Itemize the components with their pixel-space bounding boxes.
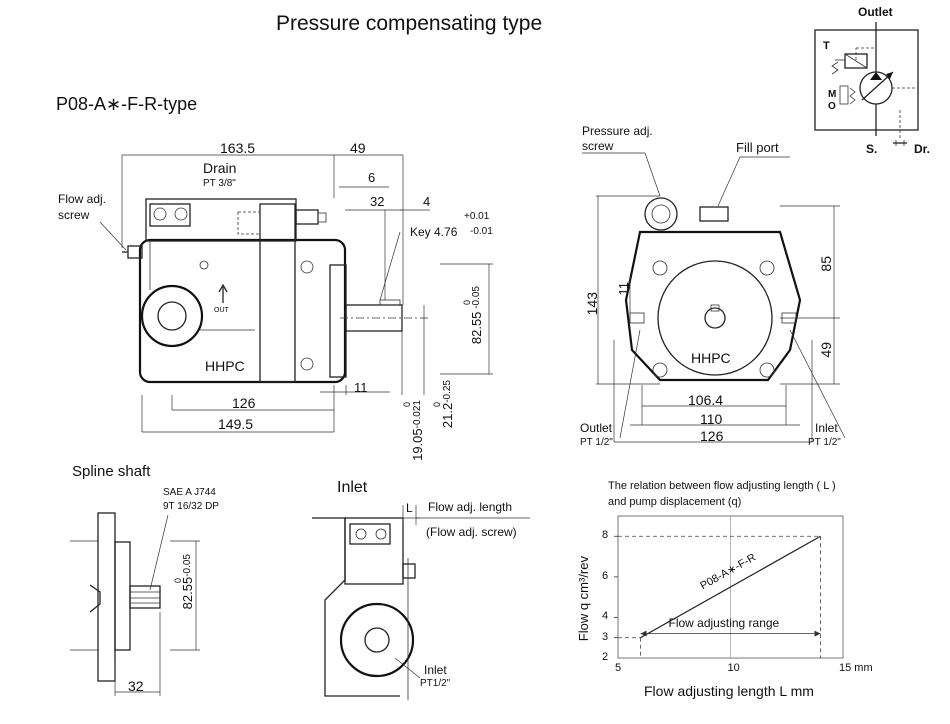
schematic-s-label: S. — [866, 142, 878, 156]
inlet-view-title: Inlet — [337, 479, 368, 496]
fill-port-label: Fill port — [736, 140, 779, 155]
drain-label: Drain — [203, 160, 237, 176]
spline-spec-1: SAE A J744 — [163, 487, 216, 498]
dim-82-55-side: 82.55 -0.05 — [469, 286, 484, 345]
page-title: Pressure compensating type — [276, 12, 543, 35]
side-view-pump — [99, 154, 493, 433]
pressure-adj-screw-label: Pressure adj. screw — [582, 124, 653, 153]
spline-dim-tol: 0 — [173, 578, 183, 584]
front-outlet-thread: PT 1/2" — [580, 437, 613, 448]
side-brand-label: HHPC — [205, 358, 245, 374]
dim-126-front: 126 — [700, 428, 724, 444]
chart-series-line — [640, 535, 821, 639]
schematic-t-label: T — [823, 40, 830, 52]
chart-x-tick-label: 15 mm — [839, 662, 873, 674]
spline-shaft-view — [70, 512, 200, 696]
dim-126-side: 126 — [232, 395, 256, 411]
dim-82-55-side-tol: 0 — [462, 300, 472, 306]
dim-163-5: 163.5 — [220, 140, 256, 156]
hydraulic-schematic — [814, 22, 919, 146]
dim-143: 143 — [584, 292, 600, 316]
side-out-label: OUT — [214, 307, 229, 314]
front-view-pump — [582, 152, 846, 443]
schematic-m-label: M — [828, 89, 837, 100]
chart-x-tick-label: 5 — [615, 662, 622, 674]
schematic-o-label: O — [828, 101, 836, 112]
inlet-view-inlet: Inlet — [424, 663, 447, 677]
front-inlet-label: Inlet — [815, 421, 838, 435]
drain-thread: PT 3/8" — [203, 178, 236, 189]
spline-dim-32: 32 — [128, 678, 144, 694]
chart-y-tick-label: 4 — [602, 610, 609, 623]
dim-11-front: 11 — [616, 282, 631, 296]
spline-title: Spline shaft — [72, 463, 151, 480]
dim-49-front: 49 — [818, 342, 834, 358]
dim-49: 49 — [350, 140, 366, 156]
dim-11-side: 11 — [354, 380, 368, 395]
dim-85: 85 — [818, 256, 834, 272]
key-tol-lower: -0.01 — [470, 226, 493, 237]
inlet-view-thread: PT1/2" — [420, 678, 451, 689]
chart-x-tick-label: 10 — [727, 662, 740, 674]
spline-dim-82-55: 82.55-0.05 — [180, 554, 195, 610]
chart-y-axis-label: Flow q cm³/rev — [576, 556, 591, 642]
dim-149-5: 149.5 — [218, 416, 254, 432]
dim-4: 4 — [423, 194, 431, 209]
inlet-l-label: L — [406, 501, 413, 515]
front-outlet-label: Outlet — [580, 421, 613, 435]
dim-32: 32 — [370, 194, 385, 209]
dim-19-05-tol: 0 — [402, 402, 412, 408]
chart-range-arrowhead-right — [814, 630, 821, 637]
chart-range-arrowhead-left — [640, 630, 647, 637]
flow-adj-screw-paren: (Flow adj. screw) — [426, 525, 517, 539]
key-label: Key 4.76 — [410, 225, 458, 239]
flow-adj-length-label: Flow adj. length — [428, 500, 513, 514]
chart-y-tick-label: 3 — [602, 630, 609, 643]
model-label: P08-A∗-F-R-type — [56, 94, 198, 114]
spline-spec-2: 9T 16/32 DP — [163, 501, 219, 512]
dim-106-4: 106.4 — [688, 392, 724, 408]
schematic-outlet-label: Outlet — [858, 5, 893, 19]
chart-range-label: Flow adjusting range — [668, 615, 780, 630]
flow-adj-screw-label: Flow adj. screw — [58, 192, 107, 222]
graph-caption-2: and pump displacement (q) — [608, 496, 742, 508]
dim-21-2: 21.2-0.25 — [440, 380, 455, 429]
flow-chart — [614, 515, 844, 659]
chart-y-tick-label: 2 — [602, 651, 609, 663]
front-brand-label: HHPC — [691, 350, 731, 366]
dim-110: 110 — [700, 411, 723, 427]
front-inlet-thread: PT 1/2" — [808, 437, 841, 448]
inlet-view — [312, 505, 530, 700]
dim-6: 6 — [368, 170, 376, 185]
graph-caption-1: The relation between flow adjusting leng… — [608, 480, 836, 492]
schematic-dr-label: Dr. — [914, 142, 931, 156]
key-tol-upper: +0.01 — [464, 211, 490, 222]
dim-19-05: 19.05-0.021 — [410, 400, 425, 461]
chart-x-axis-label: Flow adjusting length L mm — [644, 683, 814, 699]
chart-y-tick-label: 8 — [602, 529, 609, 542]
chart-y-tick-label: 6 — [602, 569, 609, 582]
dim-21-2-tol: 0 — [432, 402, 442, 408]
